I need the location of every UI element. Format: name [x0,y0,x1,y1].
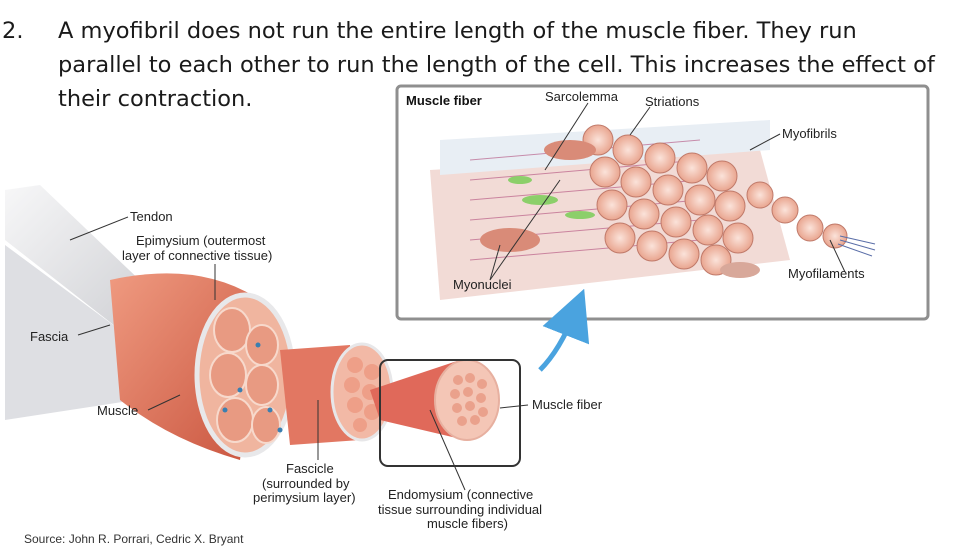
label-fascicle-line2: (surrounded by [262,476,350,491]
label-endomysium-line1: Endomysium (connective [388,487,533,502]
label-fascia: Fascia [30,329,69,344]
label-myofilaments: Myofilaments [788,266,865,281]
inset-title: Muscle fiber [406,93,482,108]
label-epimysium-line2: layer of connective tissue) [122,248,272,263]
muscle-fiber-inset: Muscle fiber Sarcolemma Striations Myofi… [397,86,928,319]
label-muscle: Muscle [97,403,138,418]
label-striations: Striations [645,94,700,109]
source-citation: Source: John R. Porrari, Cedric X. Bryan… [24,532,243,546]
label-sarcolemma: Sarcolemma [545,89,619,104]
zoom-arrow [540,312,575,370]
myonucleus-shape [480,228,540,252]
label-fascicle-line1: Fascicle [286,461,334,476]
label-myofibrils: Myofibrils [782,126,837,141]
label-myonuclei: Myonuclei [453,277,512,292]
label-endomysium-line2: tissue surrounding individual [378,502,542,517]
label-epimysium-line1: Epimysium (outermost [136,233,266,248]
label-endomysium-line3: muscle fibers) [427,516,508,531]
label-tendon: Tendon [130,209,173,224]
label-fascicle-line3: perimysium layer) [253,490,356,505]
label-muscle-fiber: Muscle fiber [532,397,603,412]
